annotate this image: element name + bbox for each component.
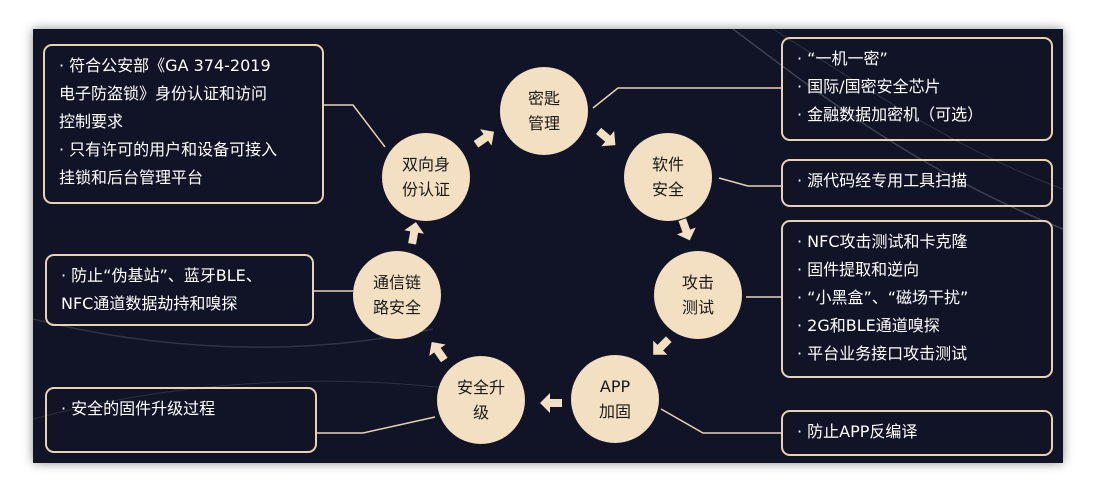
box-app-hardening-line: · 防止APP反编译	[797, 422, 918, 441]
box-attack-testing-line: · “小黑盒”、“磁场干扰”	[797, 288, 969, 307]
box-authentication: · 符合公安部《GA 374-2019 电子防盗锁》身份认证和访问 控制要求 ·…	[43, 44, 324, 204]
node-secure-upgrade-line2: 级	[472, 403, 489, 422]
node-app-hardening-line1: APP	[599, 377, 631, 396]
box-attack-testing-line: · 固件提取和逆向	[797, 260, 920, 279]
arrow-upgrade-to-comm-icon	[429, 341, 448, 363]
node-communication-security-line2: 路安全	[372, 298, 421, 317]
box-software-security-line: · 源代码经专用工具扫描	[797, 171, 968, 190]
box-attack-testing-line: · NFC攻击测试和卡克隆	[797, 232, 968, 251]
box-key-management-line: · 国际/国密安全芯片	[797, 77, 941, 96]
arrow-attack-to-app-icon	[653, 336, 672, 355]
box-key-management: · “一机一密” · 国际/国密安全芯片 · 金融数据加密机（可选）	[781, 37, 1053, 141]
box-app-hardening: · 防止APP反编译	[781, 410, 1053, 456]
box-authentication-line: 电子防盗锁》身份认证和访问	[59, 84, 268, 103]
node-app-hardening-line2: 加固	[598, 402, 631, 421]
arrow-comm-to-auth-icon	[404, 222, 425, 245]
node-key-management-line2: 管理	[527, 114, 560, 133]
box-software-security: · 源代码经专用工具扫描	[781, 159, 1053, 207]
node-attack-testing-line2: 测试	[681, 298, 714, 317]
node-communication-security-line1: 通信链	[372, 273, 421, 292]
node-mutual-authentication-line2: 份认证	[401, 180, 450, 199]
node-attack-testing-line1: 攻击	[681, 273, 714, 292]
arrow-key-to-software-icon	[596, 127, 616, 147]
node-secure-upgrade: 安全升 级	[437, 356, 525, 444]
arrow-auth-to-key-icon	[473, 129, 495, 148]
box-communication-security-line: NFC通道数据劫持和嗅探	[61, 294, 238, 313]
node-app-hardening: APP 加固	[571, 355, 659, 443]
box-communication-security-line: · 防止“伪基站”、蓝牙BLE、	[61, 266, 262, 285]
box-authentication-line: 挂锁和后台管理平台	[59, 168, 204, 187]
box-attack-testing-line: · 平台业务接口攻击测试	[797, 344, 968, 363]
node-key-management-line1: 密匙	[527, 89, 560, 108]
box-secure-upgrade-line: · 安全的固件升级过程	[61, 399, 216, 418]
node-key-management: 密匙 管理	[500, 67, 588, 155]
box-authentication-line: 控制要求	[59, 112, 124, 131]
box-key-management-line: · “一机一密”	[797, 49, 888, 68]
slide-canvas: 密匙 管理 软件 安全 攻击 测试 APP 加固 安全升 级 通信链 路安全 双…	[33, 29, 1063, 463]
background-decoration	[33, 29, 1063, 434]
node-mutual-authentication-line1: 双向身	[401, 155, 450, 174]
node-communication-security: 通信链 路安全	[353, 251, 441, 339]
box-secure-upgrade: · 安全的固件升级过程	[45, 387, 317, 453]
box-attack-testing-line: · 2G和BLE通道嗅探	[797, 316, 940, 335]
box-authentication-line: · 只有许可的用户和设备可接入	[59, 140, 278, 159]
box-authentication-line: · 符合公安部《GA 374-2019	[59, 56, 271, 75]
box-attack-testing: · NFC攻击测试和卡克隆 · 固件提取和逆向 · “小黑盒”、“磁场干扰” ·…	[781, 220, 1053, 378]
node-software-security-line2: 安全	[651, 180, 684, 199]
box-key-management-line: · 金融数据加密机（可选）	[797, 105, 984, 124]
box-communication-security: · 防止“伪基站”、蓝牙BLE、 NFC通道数据劫持和嗅探	[45, 254, 314, 326]
node-secure-upgrade-line1: 安全升	[456, 378, 505, 397]
node-software-security-line1: 软件	[651, 155, 684, 174]
node-attack-testing: 攻击 测试	[654, 251, 742, 339]
arrow-software-to-attack-icon	[676, 218, 696, 241]
arrow-app-to-upgrade-icon	[540, 393, 562, 413]
node-software-security: 软件 安全	[624, 133, 712, 221]
node-mutual-authentication: 双向身 份认证	[382, 133, 470, 221]
